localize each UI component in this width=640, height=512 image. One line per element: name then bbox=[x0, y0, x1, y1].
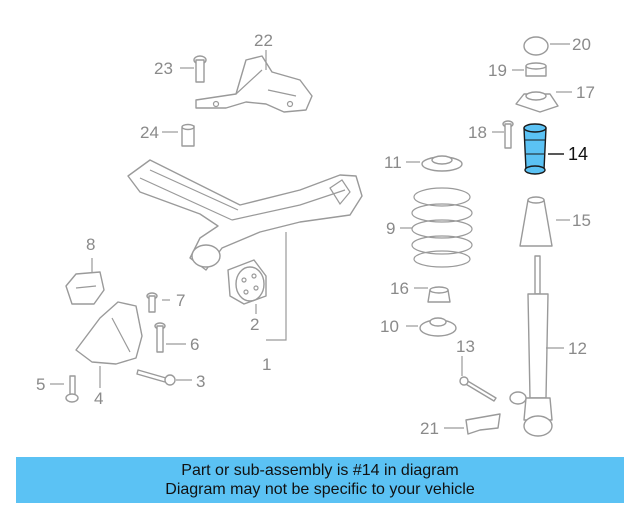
callout-24: 24 bbox=[140, 123, 159, 142]
rear-axle-beam bbox=[127, 159, 363, 271]
callout-11: 11 bbox=[384, 153, 402, 172]
shock-absorber-12 bbox=[509, 255, 553, 437]
strut-mount-10 bbox=[419, 317, 457, 337]
banner-line-1: Part or sub-assembly is #14 in diagram bbox=[181, 462, 459, 479]
callout-6: 6 bbox=[190, 335, 199, 354]
bushing-19 bbox=[525, 62, 547, 77]
coil-spring-9 bbox=[411, 187, 473, 268]
callout-9: 9 bbox=[386, 219, 395, 238]
heat-shield-4 bbox=[75, 301, 143, 365]
callout-3: 3 bbox=[196, 372, 205, 391]
info-banner: Part or sub-assembly is #14 in diagram D… bbox=[16, 457, 624, 503]
leader-lines bbox=[50, 43, 572, 429]
dust-boot-15 bbox=[519, 196, 553, 247]
callout-labels: 22 23 24 8 2 1 7 6 3 4 5 20 19 17 18 14 … bbox=[36, 31, 595, 438]
spring-seat-11 bbox=[421, 155, 463, 172]
callout-15: 15 bbox=[572, 211, 591, 230]
callout-20: 20 bbox=[572, 35, 591, 54]
bracket-21 bbox=[465, 413, 501, 435]
bolt-23 bbox=[193, 55, 207, 83]
callout-12: 12 bbox=[568, 339, 587, 358]
bracket-assembly bbox=[195, 55, 313, 113]
callout-23: 23 bbox=[154, 59, 173, 78]
upper-mount-17 bbox=[515, 91, 559, 113]
callout-13: 13 bbox=[456, 337, 475, 356]
callout-17: 17 bbox=[576, 83, 595, 102]
callout-10: 10 bbox=[380, 317, 399, 336]
cap-20 bbox=[523, 36, 549, 56]
bump-stop-16 bbox=[427, 286, 451, 303]
callout-8: 8 bbox=[86, 235, 95, 254]
callout-18: 18 bbox=[468, 123, 487, 142]
mount-bracket-8 bbox=[65, 271, 105, 305]
bump-stop-24 bbox=[181, 123, 195, 147]
callout-16: 16 bbox=[390, 279, 409, 298]
callout-2: 2 bbox=[250, 315, 259, 334]
bolt-5 bbox=[65, 375, 79, 403]
callout-7: 7 bbox=[176, 291, 185, 310]
highlighted-part-14[interactable] bbox=[523, 123, 547, 175]
axle-bushing bbox=[227, 259, 267, 305]
callout-22: 22 bbox=[254, 31, 273, 50]
bolt-6 bbox=[154, 322, 166, 353]
callout-21: 21 bbox=[420, 419, 439, 438]
callout-19: 19 bbox=[488, 61, 507, 80]
bolt-18 bbox=[502, 120, 514, 149]
callout-5: 5 bbox=[36, 375, 45, 394]
bolt-3 bbox=[136, 369, 176, 386]
callout-4: 4 bbox=[94, 389, 103, 408]
bolt-13 bbox=[459, 376, 497, 402]
banner-line-2: Diagram may not be specific to your vehi… bbox=[165, 481, 475, 498]
callout-1: 1 bbox=[262, 355, 271, 374]
callout-14[interactable]: 14 bbox=[568, 144, 588, 164]
bolt-7 bbox=[146, 292, 158, 313]
